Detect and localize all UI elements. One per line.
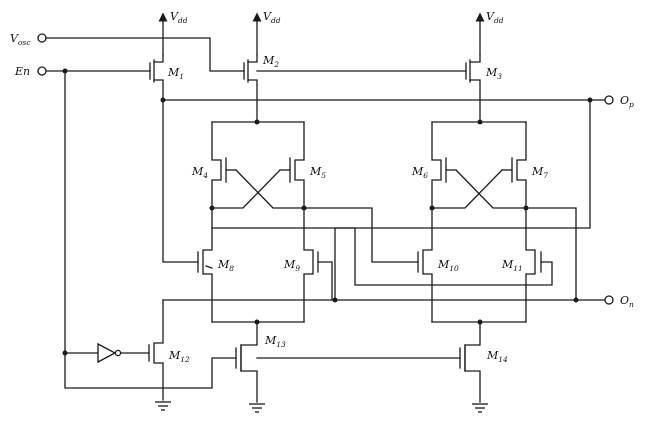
label-m1: M1 (167, 66, 184, 81)
on-output-port[interactable] (604, 295, 614, 305)
on-output-label: On (620, 294, 634, 309)
transistor-m4 (211, 121, 237, 209)
right-cross-1 (455, 169, 527, 209)
transistor-m12 (148, 299, 164, 401)
transistor-m6 (431, 121, 457, 209)
op-right-drop (334, 99, 591, 301)
label-m12: M12 (168, 349, 190, 364)
ground-symbol-3 (472, 403, 488, 413)
transistor-m10 (417, 207, 433, 323)
transistor-m5 (279, 121, 305, 209)
ground-symbol-1 (155, 401, 171, 411)
en-input-port[interactable] (37, 66, 47, 76)
left-to-m10-gate (303, 207, 419, 263)
label-m3: M3 (485, 66, 502, 81)
vdd-label-1: Vdd (170, 10, 188, 25)
left-node-to-m11 (211, 227, 553, 286)
label-m14: M14 (486, 349, 508, 364)
label-m9: M9 (283, 258, 300, 273)
vosc-input-label: Vosc (10, 32, 31, 47)
inverter (97, 342, 122, 364)
transistor-m11 (525, 207, 542, 323)
transistor-m8 (197, 207, 213, 323)
left-cross-1 (235, 169, 305, 209)
en-drop-wire (64, 70, 237, 389)
vdd-label-3: Vdd (486, 10, 504, 25)
right-cross-2 (431, 169, 503, 209)
label-m5: M5 (309, 165, 326, 180)
m1-to-m8-gate (162, 99, 199, 263)
transistor-m7 (501, 121, 527, 209)
transistor-m2 (243, 54, 258, 123)
vdd-label-2: Vdd (263, 10, 281, 25)
label-m10: M10 (437, 258, 459, 273)
vosc-wire (45, 37, 245, 72)
label-m6: M6 (411, 165, 428, 180)
transistor-m13 (235, 321, 258, 403)
transistor-m9 (303, 207, 333, 323)
en-input-label: En (14, 65, 30, 78)
label-m11: M11 (501, 258, 523, 273)
left-cross-2 (211, 169, 281, 209)
transistor-m14 (459, 321, 481, 403)
label-m13: M13 (264, 334, 286, 349)
right-node-to-on (525, 207, 577, 301)
label-m8: M8 (217, 258, 234, 273)
label-m4: M4 (191, 165, 208, 180)
label-m7: M7 (531, 165, 548, 180)
label-m2: M2 (262, 54, 279, 69)
op-output-port[interactable] (604, 95, 614, 105)
op-output-label: Op (620, 94, 634, 109)
transistor-m1 (149, 54, 164, 101)
vosc-input-port[interactable] (37, 33, 47, 43)
vdd-supply-arrows (158, 12, 485, 56)
ground-symbol-2 (249, 403, 265, 413)
transistor-m3 (465, 54, 481, 123)
